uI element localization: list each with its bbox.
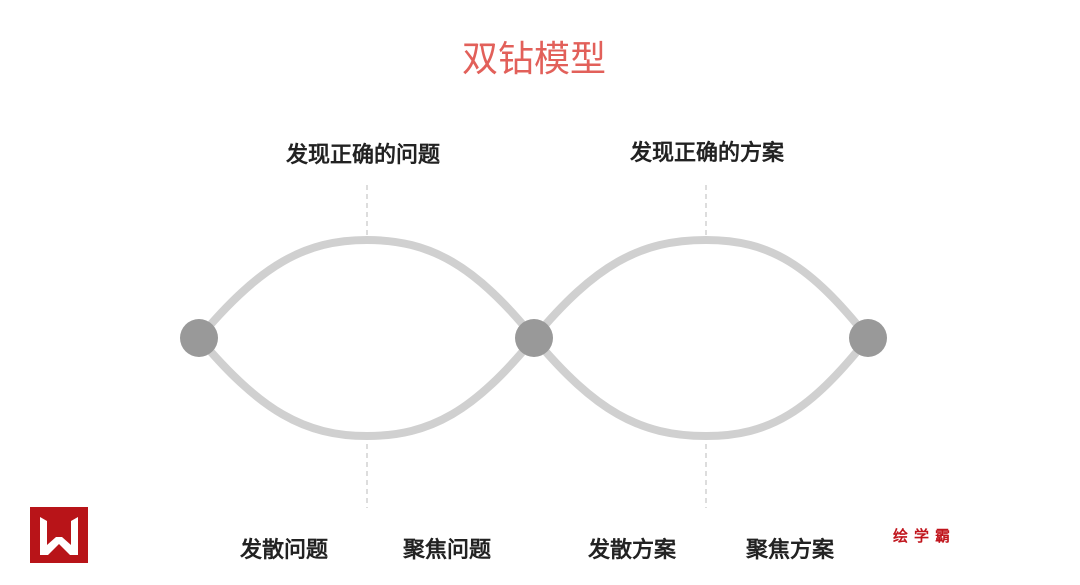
logo xyxy=(30,507,88,563)
logo-w-icon xyxy=(40,517,78,555)
node-start xyxy=(180,319,218,357)
label-converge-solution: 聚焦方案 xyxy=(745,538,835,563)
label-discover-problem: 发现正确的问题 xyxy=(285,143,441,168)
label-discover-solution: 发现正确的方案 xyxy=(629,141,785,166)
node-end xyxy=(849,319,887,357)
label-diverge-solution: 发散方案 xyxy=(587,538,677,563)
label-converge-problem: 聚焦问题 xyxy=(402,538,492,563)
diamond-2-bottom-curve xyxy=(530,335,872,441)
diamond-1-top-curve xyxy=(195,235,538,341)
node-middle xyxy=(515,319,553,357)
brand-watermark: 绘学霸 xyxy=(893,527,957,545)
diamond-2-top-curve xyxy=(530,235,872,341)
diagram-title: 双钻模型 xyxy=(461,39,607,80)
diamond-1-bottom-curve xyxy=(195,335,538,441)
label-diverge-problem: 发散问题 xyxy=(239,538,329,563)
